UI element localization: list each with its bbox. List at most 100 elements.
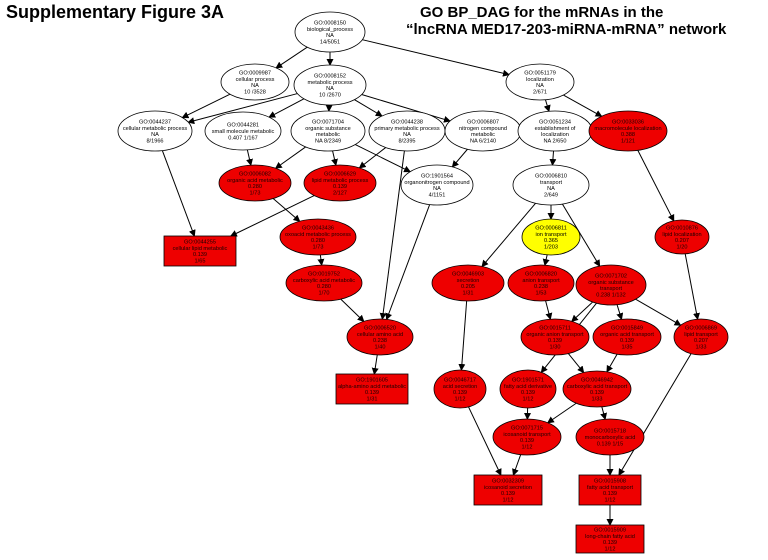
node-label-line: GO:1901564 bbox=[421, 173, 453, 179]
node-label-line: GO:0015909 bbox=[594, 527, 626, 533]
node-label-line: NA bbox=[151, 132, 159, 138]
edge-n6629-to-n44255 bbox=[229, 195, 315, 237]
edge-n6810-to-n71702 bbox=[562, 203, 601, 267]
node-label-line: transport bbox=[600, 286, 623, 292]
node-label-line: GO:0044255 bbox=[184, 239, 216, 245]
node-label-line: 1/203 bbox=[544, 245, 558, 251]
node-label-line: 1/30 bbox=[550, 345, 561, 351]
node-rect bbox=[575, 524, 645, 554]
edge-n8152-to-n44238 bbox=[354, 99, 383, 117]
node-label-line: icosanoid transport bbox=[503, 432, 551, 438]
edge-n8150-to-n51179 bbox=[362, 39, 510, 77]
node-ellipse bbox=[575, 264, 647, 306]
node-label-line: 1/12 bbox=[503, 498, 514, 504]
node-label-line: 1/12 bbox=[455, 397, 466, 403]
edge-n10876-to-n6869 bbox=[684, 253, 700, 321]
node-label-line: GO:0033036 bbox=[612, 119, 644, 125]
node-label-line: GO:0044281 bbox=[227, 123, 259, 129]
node-label-line: GO:0046903 bbox=[452, 271, 484, 277]
node-ellipse bbox=[520, 318, 590, 356]
node-ellipse bbox=[505, 63, 575, 101]
node-label-line: primary metabolic process bbox=[374, 126, 439, 132]
node-label-line: GO:0008150 bbox=[314, 20, 346, 26]
node-label-line: fatty acid derivative bbox=[504, 384, 552, 390]
node-label-line: GO:0006807 bbox=[467, 119, 499, 125]
node-label-line: 4/1151 bbox=[429, 193, 446, 199]
node-label-line: metabolic bbox=[316, 132, 340, 138]
edge-n6869-to-n15908 bbox=[618, 353, 692, 476]
node-label-line: long-chain fatty acid bbox=[585, 534, 635, 540]
node-label-line: 0.365 bbox=[544, 238, 558, 244]
node-label-line: NA bbox=[433, 186, 441, 192]
node-label-line: GO:0015908 bbox=[594, 478, 626, 484]
node-ellipse bbox=[279, 218, 357, 256]
node-label-line: 1/73 bbox=[250, 191, 261, 197]
node-ellipse bbox=[293, 64, 367, 106]
node-label-line: organic anion transport bbox=[526, 332, 584, 338]
edge-n1901564-to-n6520 bbox=[385, 204, 431, 321]
edge-n15849-to-n46942 bbox=[606, 353, 618, 373]
node-label-line: organic acid transport bbox=[600, 332, 654, 338]
edge-n15711-to-n46942 bbox=[567, 353, 585, 374]
node-label-line: fatty acid transport bbox=[587, 485, 633, 491]
node-label-line: 1/70 bbox=[319, 291, 330, 297]
edge-n33036-to-n10876 bbox=[637, 150, 675, 222]
node-label-line: 0.207 bbox=[675, 238, 689, 244]
edge-n46717-to-n32309 bbox=[468, 406, 502, 476]
node-label-line: organic acid metabolic bbox=[227, 178, 283, 184]
node-label-line: GO:0006810 bbox=[535, 173, 567, 179]
edge-n71704-to-n6082 bbox=[274, 146, 306, 169]
node-label-line: acid secretion bbox=[443, 384, 478, 390]
node-label-line: GO:0009987 bbox=[239, 70, 271, 76]
node-ellipse bbox=[204, 111, 282, 151]
node-label-line: NA bbox=[251, 83, 259, 89]
edge-n6807-to-n1901564 bbox=[451, 148, 468, 168]
node-label-line: small molecule metabolic bbox=[212, 129, 275, 135]
node-label-line: 0.139 bbox=[501, 491, 515, 497]
node-label-line: 1/12 bbox=[523, 397, 534, 403]
edge-n44237-to-n44255 bbox=[161, 150, 196, 237]
node-ellipse bbox=[575, 418, 645, 456]
node-label-line: GO:0006820 bbox=[525, 271, 557, 277]
node-label-line: cellular amino acid bbox=[357, 332, 403, 338]
node-label-line: NA 8/2349 bbox=[315, 139, 341, 145]
node-label-line: GO:0010876 bbox=[666, 225, 698, 231]
edge-n51179-to-n33036 bbox=[563, 94, 603, 117]
node-label-line: macromolecule localization bbox=[594, 126, 661, 132]
edge-n8152-to-n6807 bbox=[361, 94, 451, 123]
node-label-line: 0.280 bbox=[311, 238, 325, 244]
diagram-title-line2: “lncRNA MED17-203-miRNA-mRNA” network bbox=[406, 21, 727, 38]
edge-n71704-to-n6629 bbox=[331, 150, 338, 167]
node-label-line: cellular lipid metabolic bbox=[173, 246, 228, 252]
node-label-line: NA bbox=[536, 83, 544, 89]
node-label-line: GO:0051234 bbox=[539, 119, 571, 125]
node-label-line: 1/53 bbox=[536, 291, 547, 297]
node-label-line: 1/121 bbox=[621, 139, 635, 145]
node-label-line: 0.139 bbox=[453, 390, 467, 396]
node-ellipse bbox=[294, 11, 366, 53]
node-ellipse bbox=[512, 164, 590, 206]
edge-n46942-to-n71715 bbox=[546, 402, 577, 424]
node-label-line: 10 /2670 bbox=[319, 93, 341, 99]
edges-layer bbox=[161, 39, 700, 526]
node-label-line: 1/65 bbox=[195, 259, 206, 265]
node-label-line: GO:0044237 bbox=[139, 119, 171, 125]
node-label-line: GO:0006811 bbox=[535, 225, 567, 231]
node-label-line: localization bbox=[526, 77, 554, 83]
node-label-line: 0.238 1/132 bbox=[596, 293, 626, 299]
node-label-line: 1/40 bbox=[375, 345, 386, 351]
node-label-line: anion transport bbox=[522, 278, 560, 284]
node-label-line: 2/671 bbox=[533, 90, 547, 96]
node-label-line: GO:0044238 bbox=[391, 119, 423, 125]
edge-n6811-to-n6820 bbox=[542, 254, 550, 267]
